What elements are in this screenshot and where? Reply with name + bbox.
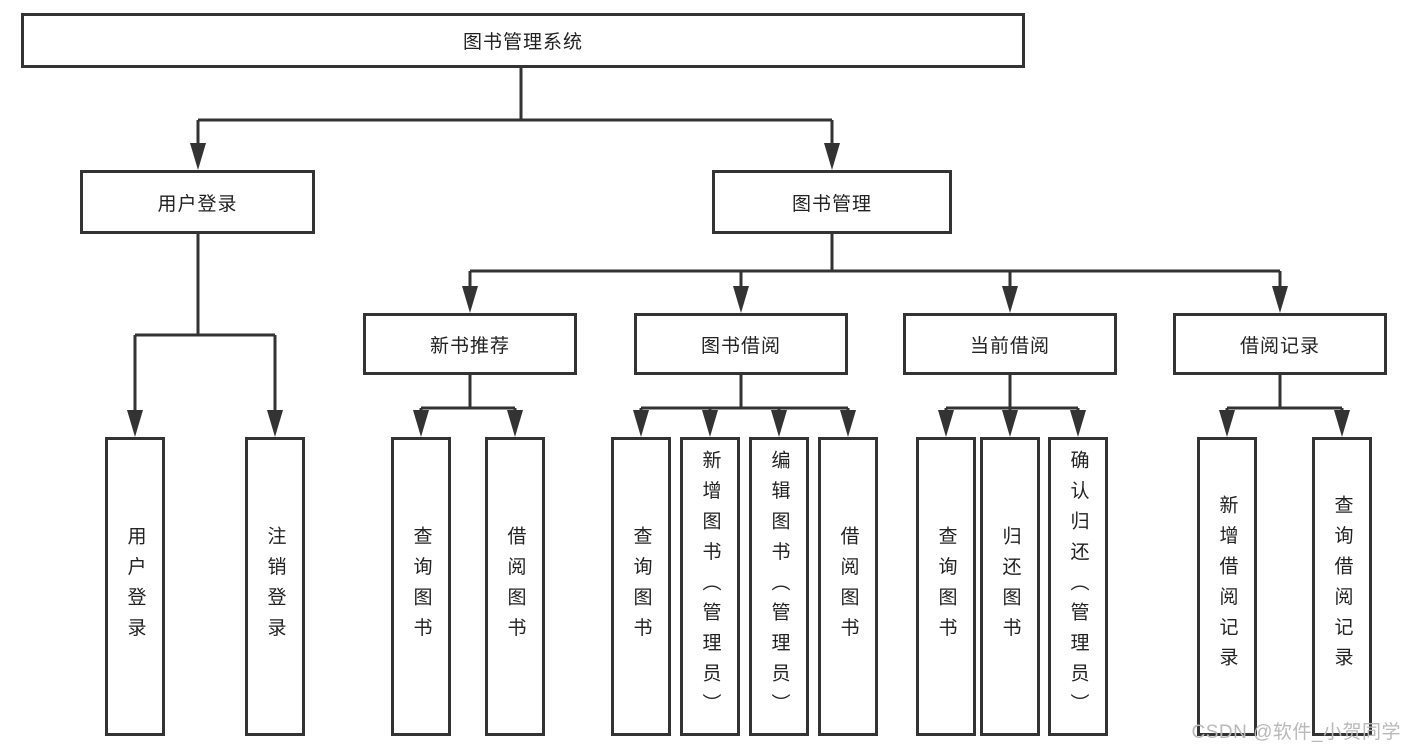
leaf-label: 用户登录 <box>124 525 146 648</box>
leaf-label: 归还图书 <box>999 525 1021 648</box>
leaf-label: 注销登录 <box>264 525 286 648</box>
node-book-management: 图书管理 <box>712 170 952 234</box>
leaf-label: 查询借阅记录 <box>1331 495 1353 678</box>
leaf-label: 新增借阅记录 <box>1216 495 1238 678</box>
leaf-add-books-admin: 新增图书（管理员） <box>680 437 740 736</box>
leaf-label: 借阅图书 <box>837 525 859 648</box>
leaf-query-books: 查询图书 <box>611 437 671 736</box>
node-label: 借阅记录 <box>1239 335 1320 357</box>
leaf-query-books: 查询图书 <box>916 437 976 736</box>
csdn-watermark: CSDN @软件_小贺同学 <box>1191 722 1401 743</box>
node-user-login: 用户登录 <box>80 170 315 234</box>
leaf-logout: 注销登录 <box>245 437 305 736</box>
leaf-edit-books-admin: 编辑图书（管理员） <box>749 437 809 736</box>
node-book-borrowing: 图书借阅 <box>634 313 848 375</box>
leaf-confirm-return-admin: 确认归还（管理员） <box>1048 437 1108 736</box>
node-root: 图书管理系统 <box>21 13 1025 68</box>
leaf-label: 确认归还（管理员） <box>1067 449 1089 724</box>
leaf-label: 编辑图书（管理员） <box>768 449 790 724</box>
leaf-query-books: 查询图书 <box>391 437 451 736</box>
node-label: 图书管理系统 <box>462 32 583 53</box>
node-label: 新书推荐 <box>429 335 510 357</box>
leaf-borrow-books: 借阅图书 <box>818 437 878 736</box>
node-label: 图书借阅 <box>700 335 781 357</box>
leaf-add-borrow-record: 新增借阅记录 <box>1197 437 1257 736</box>
leaf-label: 查询图书 <box>630 525 652 648</box>
leaf-borrow-books: 借阅图书 <box>485 437 545 736</box>
leaf-query-borrow-record: 查询借阅记录 <box>1312 437 1372 736</box>
leaf-label: 借阅图书 <box>504 525 526 648</box>
leaf-label: 查询图书 <box>410 525 432 648</box>
node-label: 图书管理 <box>791 193 872 215</box>
node-borrowing-records: 借阅记录 <box>1173 313 1387 375</box>
node-label: 当前借阅 <box>969 335 1050 357</box>
node-current-borrowing: 当前借阅 <box>903 313 1117 375</box>
node-new-book-recommendation: 新书推荐 <box>363 313 577 375</box>
leaf-label: 新增图书（管理员） <box>699 449 721 724</box>
leaf-user-login: 用户登录 <box>105 437 165 736</box>
node-label: 用户登录 <box>157 193 238 215</box>
leaf-return-books: 归还图书 <box>980 437 1040 736</box>
leaf-label: 查询图书 <box>935 525 957 648</box>
